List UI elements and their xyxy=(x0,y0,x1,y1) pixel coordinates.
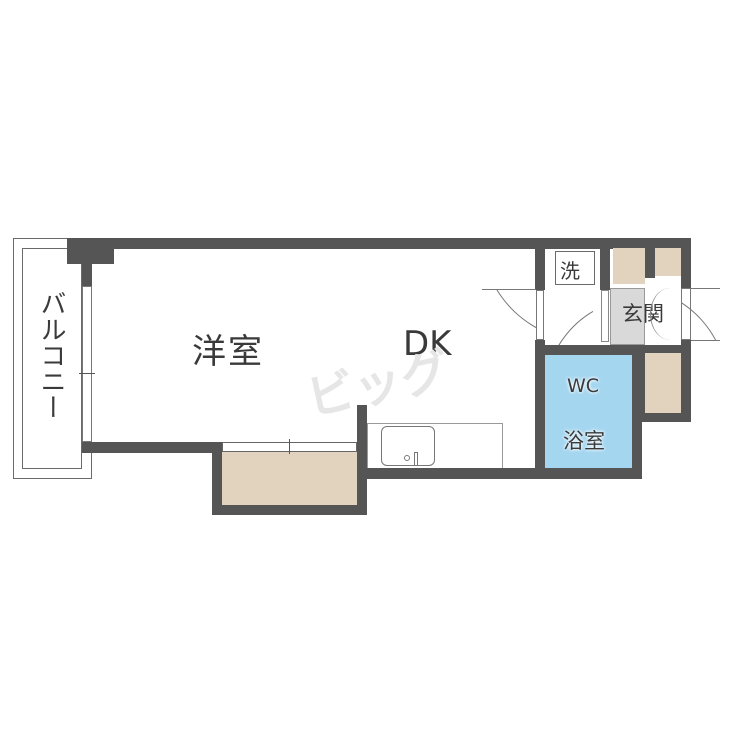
closet-door-mark xyxy=(289,439,290,454)
bath-top-wall xyxy=(545,345,645,355)
entrance-inner-door-arc[interactable] xyxy=(650,288,690,340)
balcony-inner xyxy=(22,248,82,469)
entrance-floor xyxy=(610,288,645,345)
balcony-window[interactable] xyxy=(82,286,92,442)
washing-machine-space xyxy=(555,251,595,285)
bath-floor xyxy=(545,355,632,468)
shoe-storage-right xyxy=(655,248,681,276)
entrance-east-wall xyxy=(681,238,691,288)
west-wall xyxy=(82,238,92,286)
kitchen-sink[interactable] xyxy=(381,426,435,466)
storage-closet xyxy=(645,353,681,413)
shoe-storage-left xyxy=(613,248,645,284)
balcony-label: バルコニー xyxy=(36,290,66,420)
western-bottom-wall xyxy=(82,442,222,453)
faucet-icon xyxy=(404,455,410,461)
washroom-label: 洗 xyxy=(560,259,580,283)
kitchen-bottom-wall xyxy=(357,468,642,479)
watermark-logo: ビッグ xyxy=(301,342,455,428)
dk-door-leaf xyxy=(482,289,536,290)
entrance-divider-wall xyxy=(645,238,655,278)
front-door-leaf xyxy=(690,288,720,289)
wc-label: WC xyxy=(567,375,600,397)
closet-storage xyxy=(222,452,357,505)
dk-label: DK xyxy=(403,324,452,364)
western-room-label: 洋室 xyxy=(192,332,264,372)
wash-side-frame xyxy=(601,290,609,342)
bathroom-label: 浴室 xyxy=(563,429,605,453)
faucet-handle xyxy=(414,452,418,466)
dk-east-wall-lower xyxy=(535,340,545,479)
wash-east-wall xyxy=(600,238,610,290)
dk-door-frame xyxy=(536,290,544,340)
partition-wall xyxy=(357,405,367,515)
window-mark xyxy=(79,373,95,374)
closet-wall-bottom xyxy=(212,505,367,515)
bath-east-wall xyxy=(632,345,642,479)
dk-east-wall xyxy=(535,238,545,290)
top-wall xyxy=(67,238,691,249)
closet-wall-left xyxy=(212,442,222,515)
entrance-east-lower xyxy=(681,340,691,422)
front-door-leaf-bottom xyxy=(690,340,720,341)
